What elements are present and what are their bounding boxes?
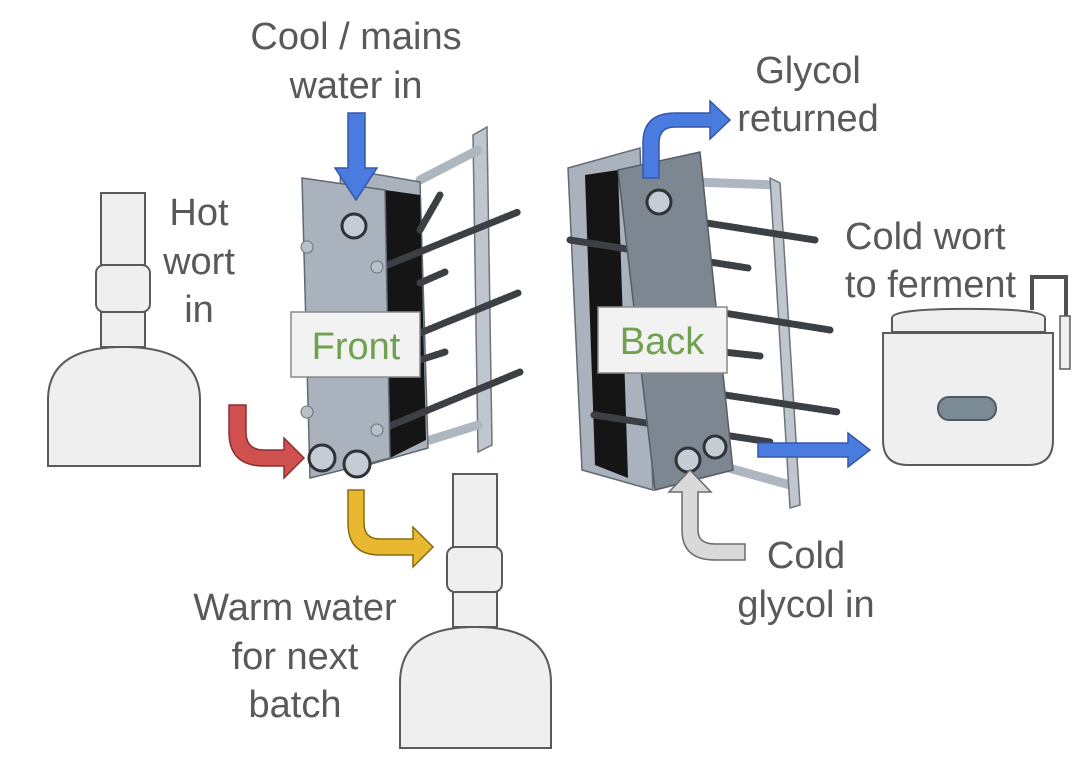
svg-text:Cold wort: Cold wort (845, 216, 1006, 258)
back-bottom-aux-port (702, 434, 728, 460)
fermenter-window (937, 396, 997, 421)
hot-wort-in-arrow (228, 404, 306, 480)
svg-text:batch: batch (249, 684, 342, 726)
warm-water-out-label: Warm water for next batch (193, 587, 397, 726)
svg-text:Warm water: Warm water (193, 587, 397, 629)
airlock (1059, 315, 1071, 370)
svg-text:Hot: Hot (169, 192, 229, 234)
front-top-port (340, 212, 368, 240)
back-view-label: Back (620, 321, 705, 363)
airlock-tube (1030, 275, 1068, 318)
svg-text:Cool / mains: Cool / mains (250, 16, 461, 58)
cool-water-in-arrow (333, 112, 379, 202)
svg-text:wort: wort (162, 241, 235, 283)
hot-wort-in-label: Hot wort in (162, 192, 235, 331)
svg-text:Glycol: Glycol (755, 50, 861, 92)
cold-wort-out-label: Cold wort to ferment (845, 216, 1017, 306)
svg-text:in: in (184, 289, 214, 331)
cold-glycol-in-label: Cold glycol in (737, 535, 874, 626)
glycol-returned-arrow (642, 99, 732, 179)
front-view-tag: Front (290, 311, 421, 378)
hot-wort-kettle (47, 192, 201, 467)
svg-text:water in: water in (288, 65, 422, 107)
back-top-port (645, 188, 673, 216)
cold-glycol-in-arrow (667, 468, 746, 561)
front-heat-exchanger (300, 125, 524, 479)
front-bottom-right-port (342, 449, 372, 479)
svg-text:for next: for next (232, 636, 359, 678)
cool-water-in-label: Cool / mains water in (250, 16, 461, 107)
svg-text:returned: returned (737, 98, 879, 140)
cold-wort-out-arrow (757, 431, 872, 469)
front-view-label: Front (312, 326, 401, 368)
back-bottom-port (674, 446, 702, 474)
svg-text:Cold: Cold (767, 535, 845, 577)
warm-water-vessel (399, 473, 552, 749)
svg-text:to ferment: to ferment (845, 264, 1017, 306)
fermenter (882, 275, 1071, 466)
glycol-returned-label: Glycol returned (737, 50, 879, 140)
front-bottom-left-port (307, 443, 337, 473)
warm-water-out-arrow (347, 489, 435, 569)
back-view-tag: Back (597, 306, 728, 374)
svg-text:glycol in: glycol in (737, 584, 874, 626)
